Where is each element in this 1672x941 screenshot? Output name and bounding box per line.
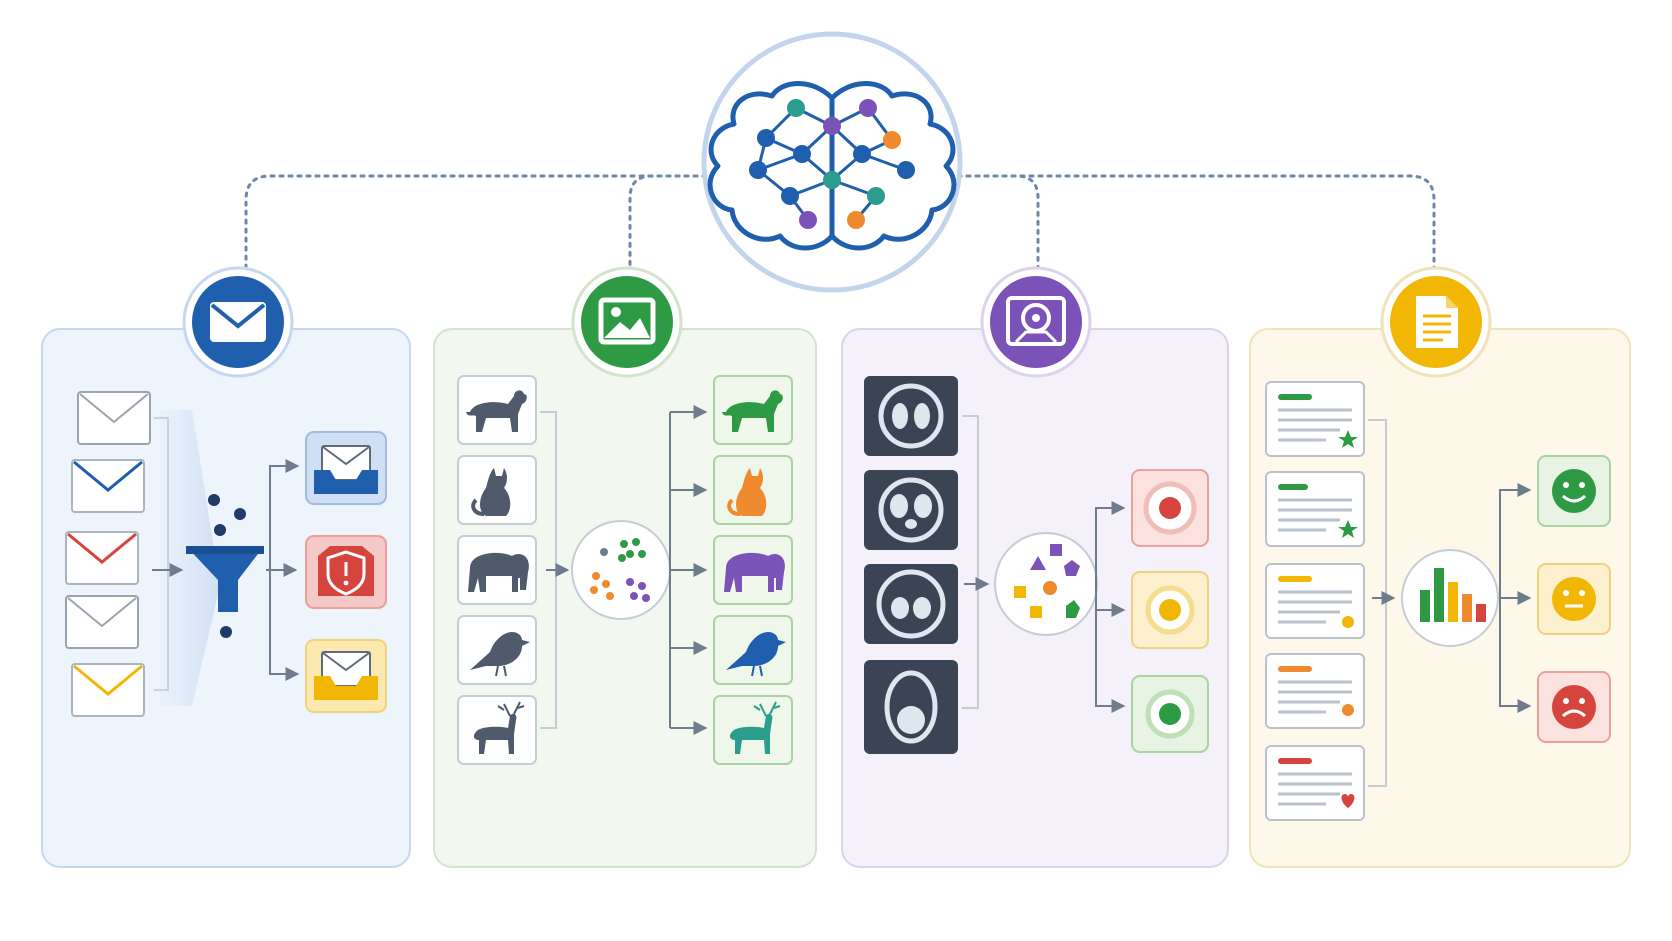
brain-network-icon: [701, 31, 963, 293]
dog-icon: [457, 375, 537, 445]
document-input-list: [1265, 381, 1387, 821]
image-output-list: [713, 375, 793, 765]
scan-pattern-icon: [864, 376, 958, 456]
envelope-blue-icon: [71, 459, 145, 513]
scan-target-icon: [980, 266, 1092, 378]
envelope-plain-icon: [77, 391, 151, 445]
bar-chart-icon: [1401, 549, 1499, 647]
yellow-target-icon: [1131, 571, 1209, 649]
image-icon: [571, 266, 683, 378]
envelope-yellow-icon: [71, 663, 145, 717]
cat-icon: [457, 455, 537, 525]
review-dot-icon: [1265, 563, 1365, 639]
envelope-icon: [182, 266, 294, 378]
deer-icon: [457, 695, 537, 765]
review-star-icon: [1265, 471, 1365, 547]
funnel-filter-icon: [186, 494, 264, 638]
green-target-icon: [1131, 675, 1209, 753]
happy-face-icon: [1537, 455, 1611, 527]
scan-input-list: [864, 376, 979, 754]
scan-pattern-icon: [864, 660, 958, 754]
email-input-list: [65, 391, 220, 717]
promotions-inbox-icon: [305, 639, 387, 713]
dog-icon: [713, 375, 793, 445]
spam-shield-icon: [305, 535, 387, 609]
inbox-icon: [305, 431, 387, 505]
sad-face-icon: [1537, 671, 1611, 743]
elephant-icon: [713, 535, 793, 605]
cat-icon: [713, 455, 793, 525]
scan-pattern-icon: [864, 564, 958, 644]
document-icon: [1380, 266, 1492, 378]
bird-icon: [457, 615, 537, 685]
cluster-dots-icon: [571, 520, 671, 620]
review-heart-icon: [1265, 745, 1365, 821]
scan-pattern-icon: [864, 470, 958, 550]
envelope-red-icon: [65, 531, 139, 585]
hub-connectors: [244, 174, 1436, 270]
deer-icon: [713, 695, 793, 765]
review-dot-icon: [1265, 653, 1365, 729]
shapes-cluster-icon: [994, 532, 1098, 636]
neutral-face-icon: [1537, 563, 1611, 635]
review-star-icon: [1265, 381, 1365, 457]
bird-icon: [713, 615, 793, 685]
envelope-plain-icon: [65, 595, 139, 649]
red-target-icon: [1131, 469, 1209, 547]
elephant-icon: [457, 535, 537, 605]
